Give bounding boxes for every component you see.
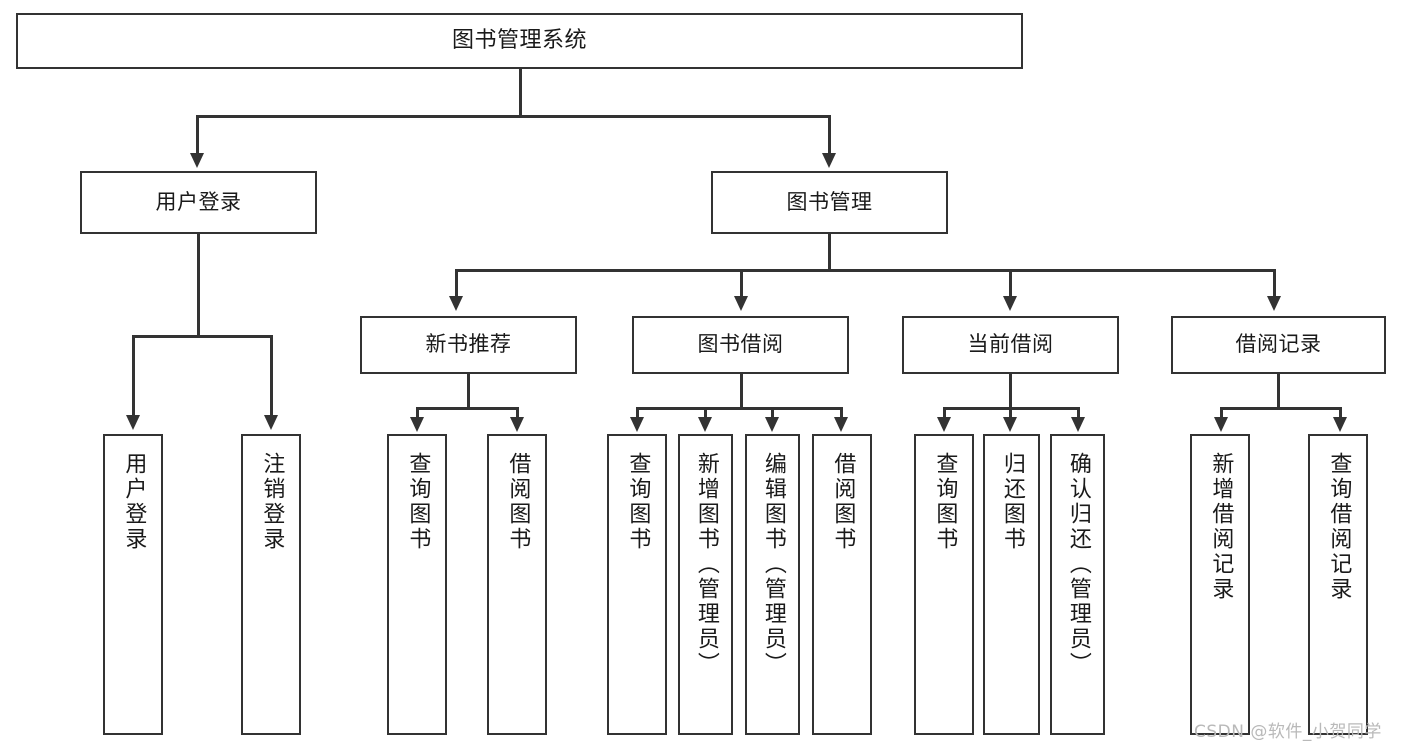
node-label: 图书管理系统 — [451, 27, 587, 53]
arrow-to-leaf-confirm-return — [1071, 417, 1085, 432]
node-label: 当前借阅 — [967, 332, 1054, 357]
leaf-label: 注销登录 — [259, 452, 285, 552]
connector-book-borrow-bar — [637, 407, 842, 410]
connector-borrow-record-drop-1 — [1220, 407, 1223, 419]
connector-new-book-drop-1 — [416, 407, 419, 419]
connector-book-management-stem — [828, 234, 831, 271]
connector-current-borrow-drop-2 — [1009, 407, 1012, 419]
connector-level2-drop-book-borrow — [740, 269, 743, 298]
leaf-label: 新增借阅记录 — [1208, 452, 1234, 602]
leaf-label: 新增图书（管理员） — [693, 452, 719, 677]
leaf-label: 用户登录 — [121, 452, 147, 552]
connector-new-book-stem — [467, 374, 470, 409]
leaf-query-book-current[interactable]: 查询图书 — [914, 434, 974, 735]
node-label: 新书推荐 — [425, 332, 512, 357]
leaf-borrow-book[interactable]: 借阅图书 — [812, 434, 872, 735]
leaf-logout[interactable]: 注销登录 — [241, 434, 301, 735]
connector-root-stem — [519, 69, 522, 117]
node-label: 用户登录 — [155, 189, 242, 214]
connector-current-borrow-stem — [1009, 374, 1012, 409]
connector-level2-drop-new-book — [455, 269, 458, 298]
node-current-borrow[interactable]: 当前借阅 — [902, 316, 1119, 374]
arrow-to-book-management — [822, 153, 836, 168]
leaf-confirm-return-admin[interactable]: 确认归还（管理员） — [1050, 434, 1105, 735]
connector-level1-drop-book-management — [828, 115, 831, 155]
connector-level2-drop-current-borrow — [1009, 269, 1012, 298]
arrow-to-leaf-user-login — [126, 415, 140, 430]
arrow-to-leaf-logout — [264, 415, 278, 430]
connector-new-book-drop-2 — [516, 407, 519, 419]
node-user-login[interactable]: 用户登录 — [80, 171, 317, 234]
node-label: 图书管理 — [786, 189, 873, 214]
connector-user-login-drop-2 — [270, 335, 273, 417]
arrow-to-leaf-add-borrow-record — [1214, 417, 1228, 432]
arrow-to-leaf-query-borrow-record — [1333, 417, 1347, 432]
leaf-label: 借阅图书 — [830, 452, 856, 552]
arrow-to-book-borrow — [734, 296, 748, 311]
connector-book-borrow-drop-4 — [840, 407, 843, 419]
connector-borrow-record-bar — [1221, 407, 1341, 410]
leaf-label: 查询图书 — [625, 452, 651, 552]
node-new-book-recommend[interactable]: 新书推荐 — [360, 316, 577, 374]
node-label: 借阅记录 — [1235, 332, 1322, 357]
leaf-query-book-borrow[interactable]: 查询图书 — [607, 434, 667, 735]
connector-book-borrow-drop-3 — [771, 407, 774, 419]
connector-user-login-bar — [133, 335, 272, 338]
leaf-edit-book-admin[interactable]: 编辑图书（管理员） — [745, 434, 800, 735]
connector-level2-drop-borrow-record — [1273, 269, 1276, 298]
leaf-label: 查询图书 — [405, 452, 431, 552]
node-borrow-record[interactable]: 借阅记录 — [1171, 316, 1386, 374]
arrow-to-leaf-query-book-cb — [937, 417, 951, 432]
leaf-label: 归还图书 — [999, 452, 1025, 552]
arrow-to-new-book-recommend — [449, 296, 463, 311]
connector-current-borrow-bar — [944, 407, 1079, 410]
arrow-to-leaf-query-book-nb — [410, 417, 424, 432]
connector-borrow-record-stem — [1277, 374, 1280, 409]
node-root-book-management-system[interactable]: 图书管理系统 — [16, 13, 1023, 69]
arrow-to-current-borrow — [1003, 296, 1017, 311]
leaf-label: 查询借阅记录 — [1326, 452, 1352, 602]
connector-level1-bar — [197, 115, 831, 118]
connector-level1-drop-user-login — [196, 115, 199, 155]
node-book-borrow[interactable]: 图书借阅 — [632, 316, 849, 374]
arrow-to-leaf-borrow-book-bb — [834, 417, 848, 432]
arrow-to-leaf-edit-book — [765, 417, 779, 432]
arrow-to-leaf-query-book-bb — [630, 417, 644, 432]
connector-current-borrow-drop-1 — [943, 407, 946, 419]
connector-current-borrow-drop-3 — [1077, 407, 1080, 419]
leaf-add-book-admin[interactable]: 新增图书（管理员） — [678, 434, 733, 735]
leaf-query-book-new-recommend[interactable]: 查询图书 — [387, 434, 447, 735]
leaf-label: 查询图书 — [932, 452, 958, 552]
arrow-to-leaf-return-book — [1003, 417, 1017, 432]
leaf-return-book[interactable]: 归还图书 — [983, 434, 1040, 735]
arrow-to-user-login — [190, 153, 204, 168]
leaf-add-borrow-record[interactable]: 新增借阅记录 — [1190, 434, 1250, 735]
connector-user-login-drop-1 — [132, 335, 135, 417]
leaf-query-borrow-record[interactable]: 查询借阅记录 — [1308, 434, 1368, 735]
node-book-management[interactable]: 图书管理 — [711, 171, 948, 234]
leaf-borrow-book-new-recommend[interactable]: 借阅图书 — [487, 434, 547, 735]
arrow-to-borrow-record — [1267, 296, 1281, 311]
connector-new-book-bar — [417, 407, 518, 410]
arrow-to-leaf-borrow-book-nb — [510, 417, 524, 432]
connector-book-borrow-drop-2 — [704, 407, 707, 419]
leaf-label: 确认归还（管理员） — [1065, 452, 1091, 677]
connector-book-borrow-drop-1 — [636, 407, 639, 419]
arrow-to-leaf-add-book — [698, 417, 712, 432]
leaf-label: 编辑图书（管理员） — [760, 452, 786, 677]
connector-borrow-record-drop-2 — [1339, 407, 1342, 419]
connector-user-login-stem — [197, 234, 200, 337]
leaf-user-login[interactable]: 用户登录 — [103, 434, 163, 735]
leaf-label: 借阅图书 — [505, 452, 531, 552]
node-label: 图书借阅 — [697, 332, 784, 357]
connector-level2-bar — [456, 269, 1276, 272]
connector-book-borrow-stem — [740, 374, 743, 409]
